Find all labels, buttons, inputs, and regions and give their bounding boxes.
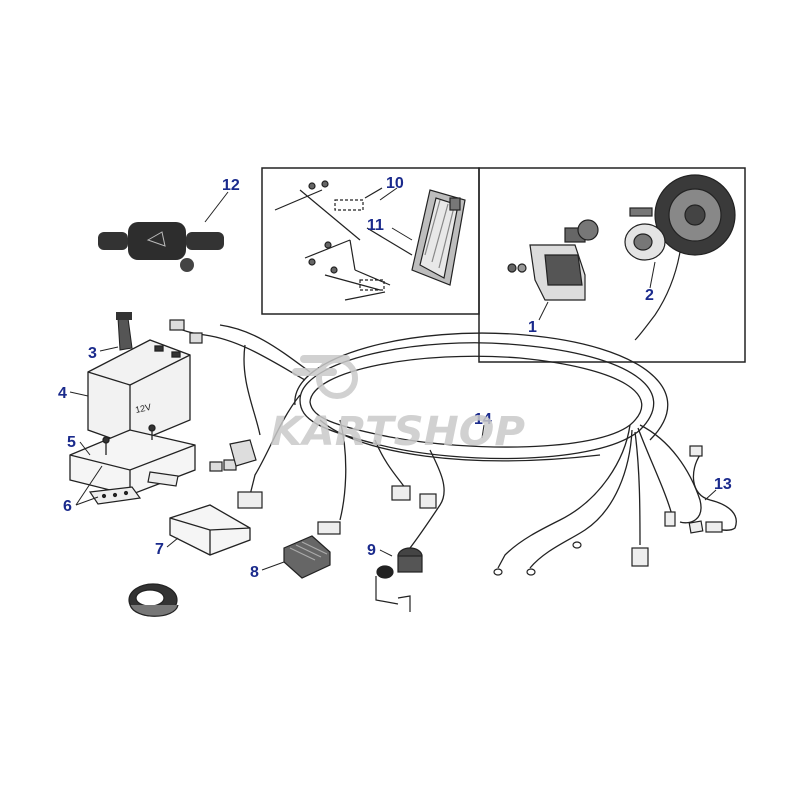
callout-1: 1 [528, 319, 537, 336]
callout-12: 12 [222, 177, 240, 194]
part-1-ignition-coil [507, 219, 599, 301]
callout-9: 9 [367, 542, 376, 559]
part-3-strap [116, 312, 133, 351]
callout-4: 4 [58, 385, 67, 402]
callout-11: 11 [367, 217, 384, 234]
leader-lines [69, 187, 717, 571]
part-10-pedal-linkage [274, 180, 391, 301]
part-2-stator [624, 174, 736, 341]
battery-voltage-label: 12V [134, 402, 152, 415]
callout-14: 14 [474, 411, 492, 428]
callout-10: 10 [386, 175, 404, 192]
part-8-regulator [283, 521, 341, 579]
callout-7: 7 [155, 541, 164, 558]
callout-6: 6 [63, 498, 72, 515]
part-12-inline-pump [98, 222, 224, 272]
callout-3: 3 [88, 345, 97, 362]
callout-5: 5 [67, 434, 76, 451]
tape-roll [128, 583, 179, 617]
callout-2: 2 [645, 287, 654, 304]
part-4-battery [87, 339, 191, 446]
inset-box-ignition [478, 167, 746, 363]
part-11-radiator [366, 189, 466, 286]
connector-set [147, 319, 263, 509]
watermark-text: KARTSHOP [270, 409, 525, 455]
part-9-ignition-switch [375, 485, 437, 612]
part-7-control-box [169, 504, 251, 556]
connector-13 [493, 445, 723, 576]
callout-8: 8 [250, 564, 259, 581]
part-6-plate [88, 486, 142, 505]
kartshop-watermark: KARTSHOP [270, 355, 525, 455]
callout-13: 13 [714, 476, 732, 493]
